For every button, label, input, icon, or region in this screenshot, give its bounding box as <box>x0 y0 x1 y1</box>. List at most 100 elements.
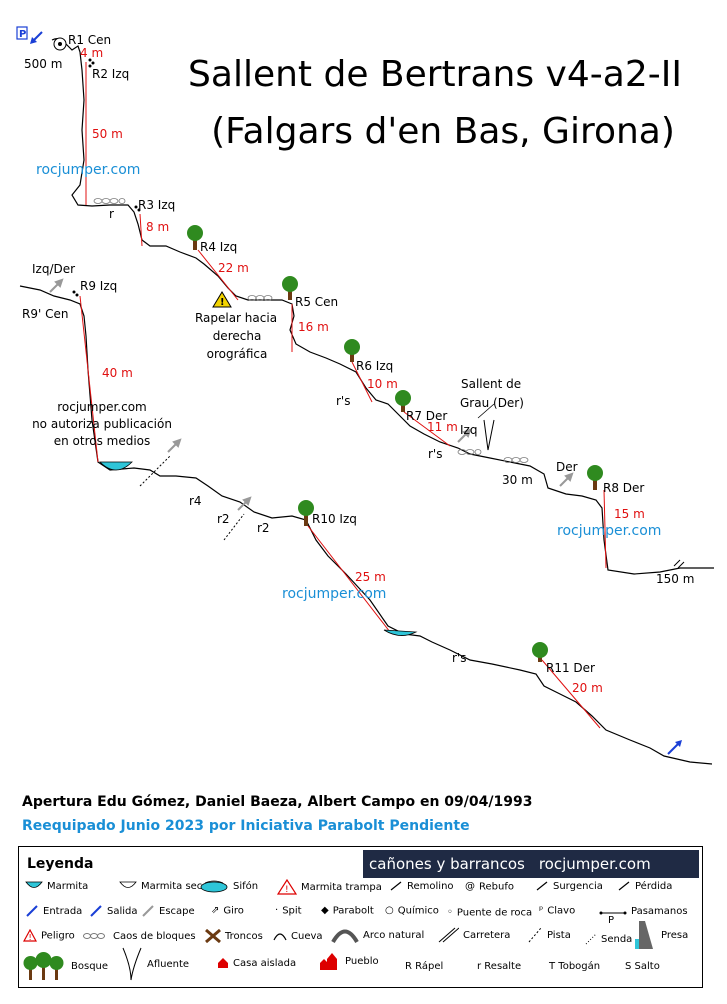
legend-item-tobogan: T Tobogán <box>549 961 601 972</box>
escape-icons <box>49 278 574 511</box>
tree-icon <box>344 339 360 362</box>
road-icon <box>438 927 459 943</box>
escape-icon <box>142 905 154 917</box>
warning-icon: ! <box>212 291 232 308</box>
turn-icon: ⇗ <box>211 905 220 916</box>
exit-icon <box>90 905 102 917</box>
spit-icon: · <box>275 905 279 916</box>
natural-arch-icon <box>331 929 359 943</box>
legend-item-surgencia: Surgencia <box>535 881 603 892</box>
tree-icon <box>282 276 298 300</box>
length-r11: 20 m <box>572 681 603 695</box>
walk-distance: 30 m <box>502 473 533 487</box>
start-altitude: 500 m <box>24 57 62 71</box>
credits-opening: Apertura Edu Gómez, Daniel Baeza, Albert… <box>22 794 533 810</box>
handline-icon <box>599 911 627 915</box>
notice-line-2: no autoriza publicación <box>32 417 172 431</box>
house-icon <box>218 958 228 968</box>
escape-icon <box>167 438 182 453</box>
rebufo-icon: @ <box>465 881 475 892</box>
start-viewpoint-icon <box>53 37 67 51</box>
brand-right: rocjumper.com <box>538 855 651 873</box>
legend-item-rebufo: @Rebufo <box>465 881 514 893</box>
entry-icon: P <box>16 26 43 44</box>
hazard-note-2: derecha <box>213 329 262 343</box>
legend-item-marmita-seca: Marmita seca <box>119 881 208 892</box>
escape-icon <box>457 428 472 443</box>
side-label: Izq <box>460 423 477 437</box>
boulder-chaos-icon <box>93 198 529 463</box>
rope-r8 <box>603 489 607 569</box>
resalte-label: r's <box>428 447 442 461</box>
dry-pool-icon <box>119 881 137 888</box>
length-r8: 15 m <box>614 507 645 521</box>
legend-item-carretera: Carretera <box>437 927 510 943</box>
legend-item-pueblo: Pueblo <box>319 951 379 971</box>
piton-icon: ᵖ <box>539 905 544 916</box>
resalte-label: r2 <box>257 521 270 535</box>
length-r9: 40 m <box>102 366 133 380</box>
handline-p-label: P <box>608 915 615 926</box>
watermark: rocjumper.com <box>36 162 140 178</box>
station-r5: R5 Cen <box>295 295 338 309</box>
station-r6: R6 Izq <box>356 359 393 373</box>
cave-icon <box>273 933 287 941</box>
legend-item-spit: ·Spit <box>275 905 302 917</box>
credits-requip: Reequipado Junio 2023 por Iniciativa Par… <box>22 818 470 834</box>
station-r3: R3 Izq <box>138 198 175 212</box>
escape-side-label: Izq/Der <box>32 262 75 276</box>
legend-item-sifon: Sifón <box>199 879 258 893</box>
canyon-wall-upper <box>51 38 714 575</box>
legend-item-marmita: Marmita <box>25 881 88 892</box>
legend-item-puente-roca: ◦Puente de roca <box>447 907 533 919</box>
svg-text:!: ! <box>220 297 225 308</box>
dam-icon <box>635 921 653 949</box>
legend-item-perdida: Pérdida <box>617 881 672 892</box>
tributary-label-1: Sallent de <box>461 377 521 391</box>
legend-item-quimico: ○Químico <box>385 905 439 917</box>
rope-r6 <box>351 361 373 403</box>
legend-item-troncos: Troncos <box>205 929 263 943</box>
notice-line-3: en otros medios <box>54 434 151 448</box>
watermark: rocjumper.com <box>557 523 661 539</box>
tree-icon <box>187 225 203 250</box>
length-r2: 50 m <box>92 127 123 141</box>
walk-distance: 150 m <box>656 572 694 586</box>
station-r4: R4 Izq <box>200 240 237 254</box>
rope-r3 <box>139 213 143 247</box>
parabolt-icon: ◆ <box>321 905 329 916</box>
rope-r10 <box>307 525 391 633</box>
legend-item-pista: Pista <box>527 927 571 943</box>
length-r10: 25 m <box>355 570 386 584</box>
watermark: rocjumper.com <box>282 586 386 602</box>
length-r5: 16 m <box>298 320 329 334</box>
escape-icon <box>559 472 574 487</box>
logs-icon <box>205 929 221 943</box>
svg-text:!: ! <box>29 933 32 942</box>
pool-icon <box>383 629 418 636</box>
break-marks <box>673 559 685 569</box>
rappel-lines <box>79 62 607 729</box>
boulder-chaos-icon <box>83 933 105 939</box>
escape-icon <box>49 278 64 293</box>
sink-icon <box>618 881 630 891</box>
resalte-label: r's <box>336 394 350 408</box>
forest-icon <box>23 952 64 980</box>
siphon-icon <box>200 880 228 893</box>
legend-item-remolino: Remolino <box>389 881 454 892</box>
legend-item-marmita-trampa: !Marmita trampa <box>277 879 382 895</box>
warning-icon: ! <box>23 929 37 942</box>
canyon-topo: P ! Sallent de Bertrans v4-a2-II (Falgar… <box>16 26 714 765</box>
legend-item-resalte: r Resalte <box>477 961 522 972</box>
notice-line-1: rocjumper.com <box>57 400 147 414</box>
escape-icon <box>237 496 252 511</box>
track-icon <box>528 927 542 943</box>
tree-icon <box>298 500 314 526</box>
path-icon <box>585 933 597 945</box>
legend-item-entrada: Entrada <box>25 905 82 917</box>
length-r7: 11 m <box>427 420 458 434</box>
tributary-label-2: Grau (Der) <box>460 396 524 410</box>
legend-item-peligro: !Peligro <box>23 929 75 942</box>
exit-icon <box>667 740 682 755</box>
